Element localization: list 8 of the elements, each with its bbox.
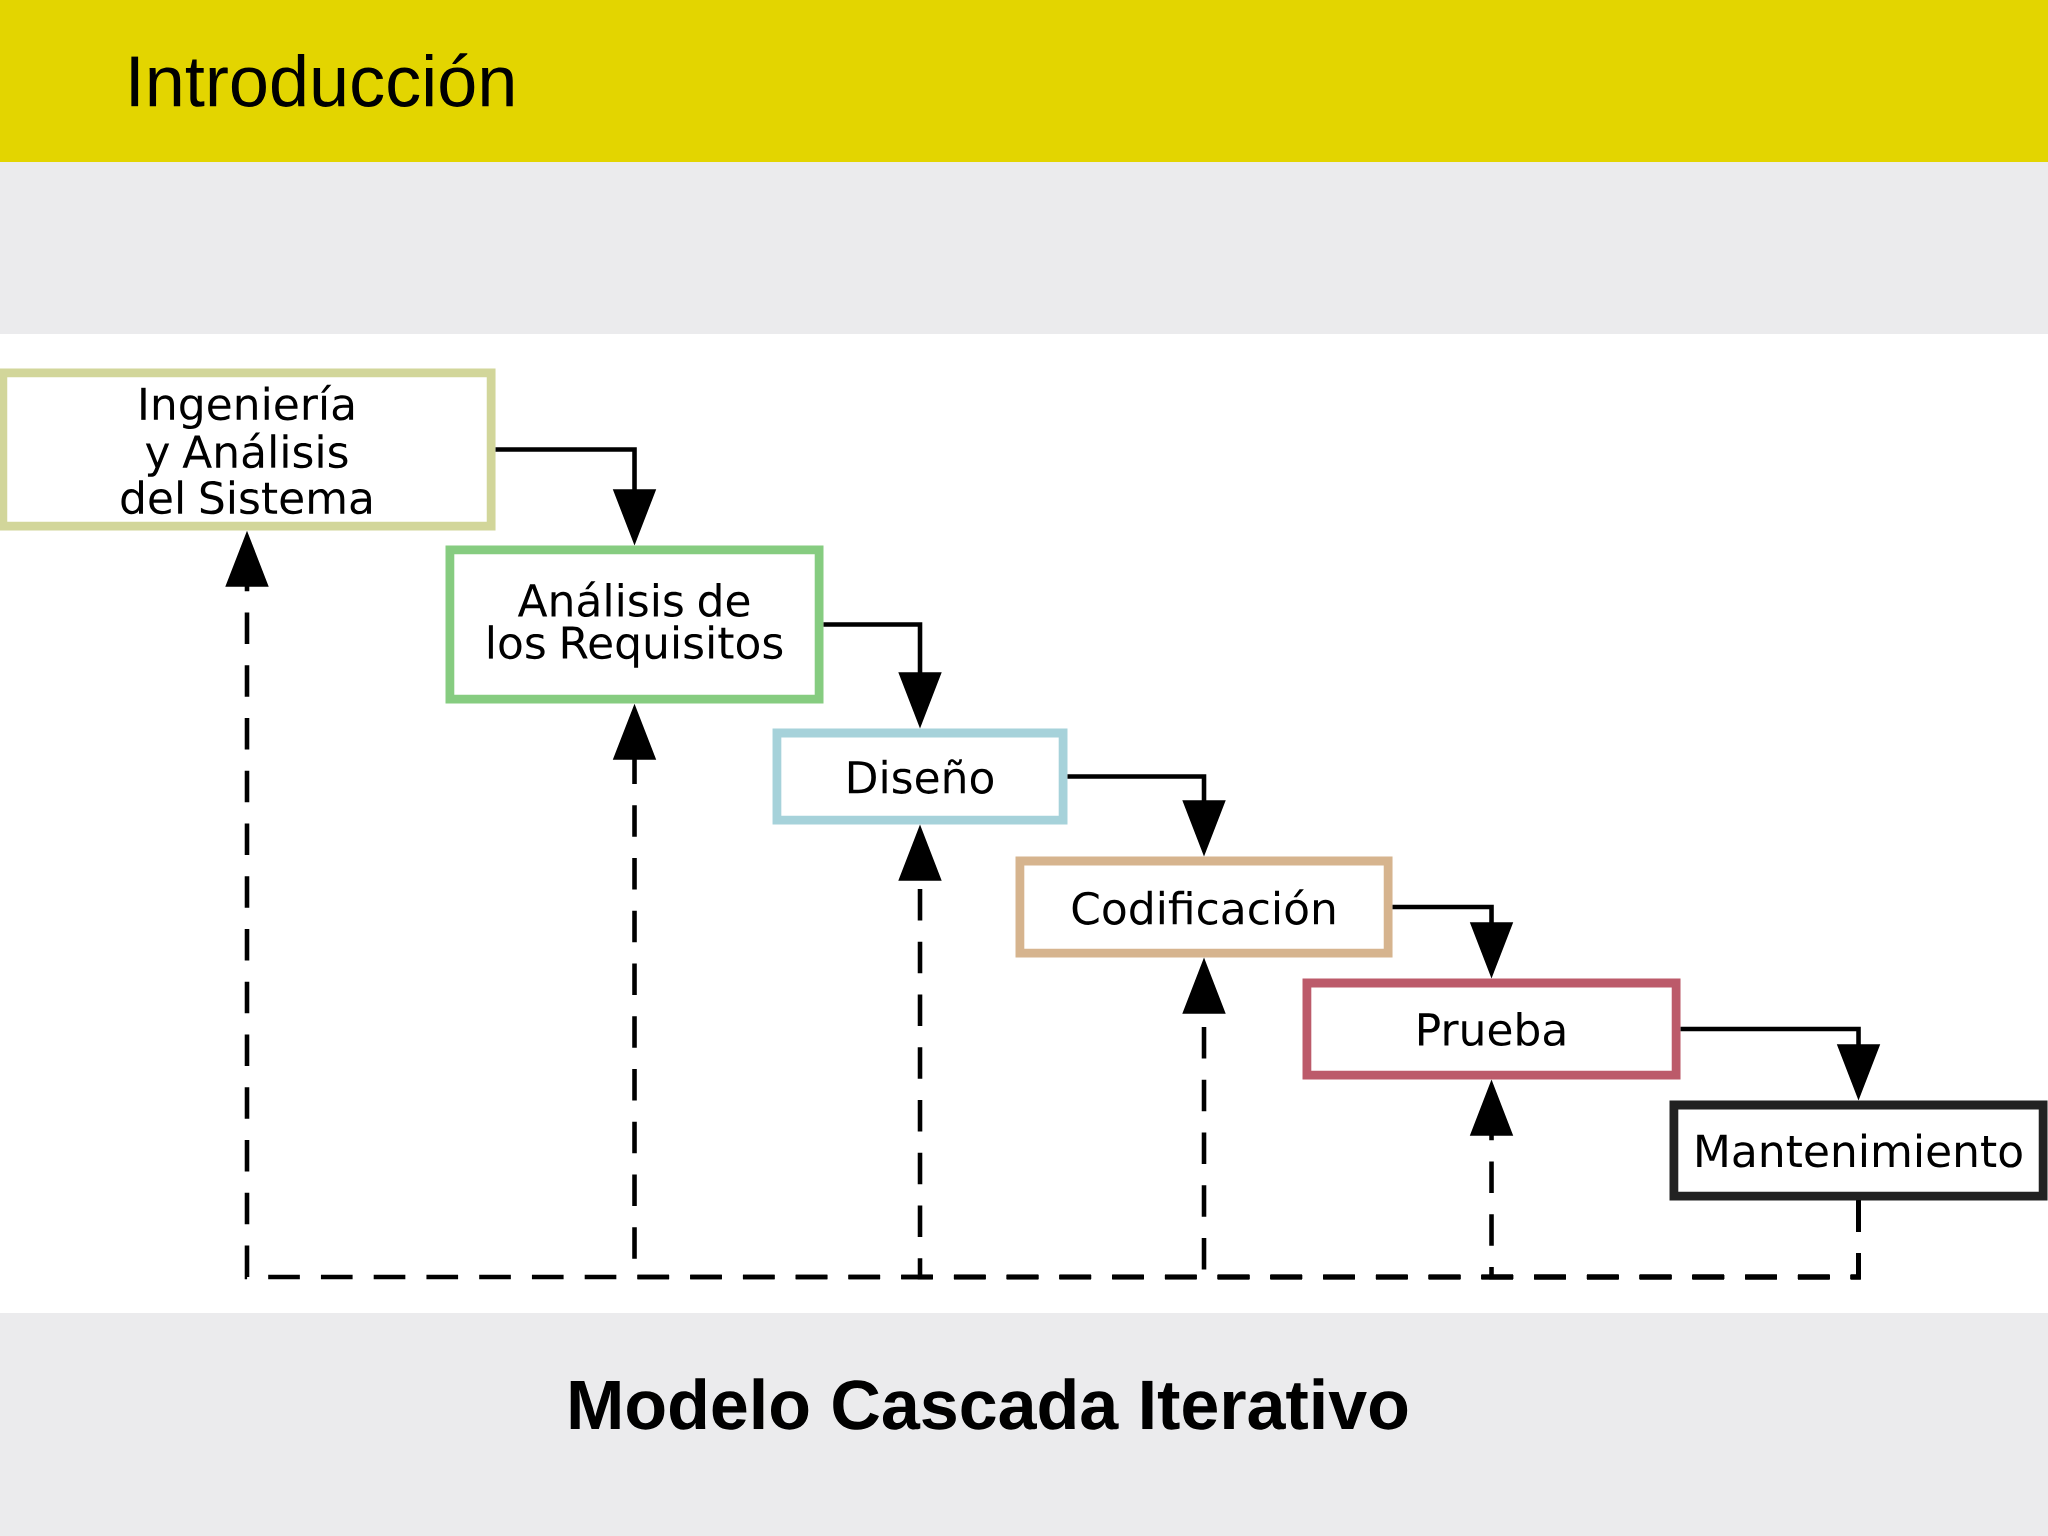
process-box: Mantenimiento <box>1669 1100 2048 1201</box>
slide-title: Introducción <box>131 53 513 107</box>
process-box: Análisis de los Requisitos <box>445 545 824 704</box>
process-box: Ingeniería y Análisis del Sistema <box>0 368 496 531</box>
process-box: Diseño <box>772 728 1068 825</box>
process-box: Codificación <box>1015 856 1393 958</box>
process-box: Prueba <box>1302 978 1681 1080</box>
caption: Modelo Cascada Iterativo <box>570 1378 1408 1430</box>
